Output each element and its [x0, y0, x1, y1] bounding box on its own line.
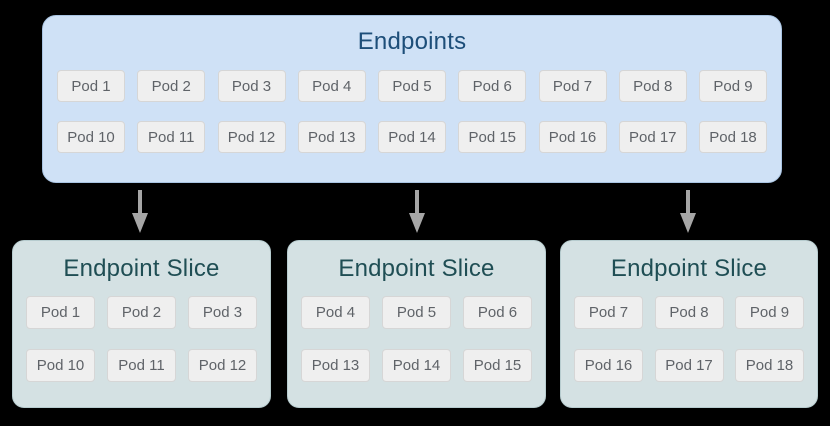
pod-chip: Pod 3: [188, 296, 257, 329]
pod-chip: Pod 16: [574, 349, 643, 382]
pod-chip: Pod 1: [26, 296, 95, 329]
pod-chip: Pod 13: [297, 121, 366, 153]
endpoint-slice-title: Endpoint Slice: [63, 255, 220, 282]
endpoints-title: Endpoints: [357, 28, 467, 55]
pod-chip: Pod 14: [382, 349, 451, 382]
pod-chip: Pod 11: [107, 349, 176, 382]
pod-chip: Pod 11: [137, 121, 206, 153]
pod-chip: Pod 18: [735, 349, 804, 382]
down-arrow-icon: [132, 190, 148, 233]
pod-chip: Pod 12: [188, 349, 257, 382]
endpoints-box: Endpoints Pod 1 Pod 2 Pod 3 Pod 4 Pod 5 Pod 6…: [42, 15, 782, 183]
pod-chip: Pod 15: [458, 121, 527, 153]
endpoint-slice-title: Endpoint Slice: [338, 255, 495, 282]
pod-chip: Pod 9: [735, 296, 804, 329]
pod-chip: Pod 9: [699, 70, 767, 102]
pod-chip: Pod 8: [654, 296, 724, 329]
pod-chip: Pod 7: [574, 296, 643, 329]
slice-3-pod-row-2: Pod 16 Pod 17 Pod 18: [561, 349, 817, 382]
slice-2-pod-row-1: Pod 4 Pod 5 Pod 6: [288, 296, 545, 329]
pod-chip: Pod 14: [378, 121, 446, 153]
pod-chip: Pod 4: [301, 296, 370, 329]
endpoint-slice-title: Endpoint Slice: [610, 255, 768, 282]
pod-chip: Pod 6: [458, 70, 527, 102]
pod-chip: Pod 2: [107, 296, 176, 329]
pod-chip: Pod 15: [463, 349, 532, 382]
pod-chip: Pod 12: [217, 121, 286, 153]
pod-chip: Pod 17: [618, 121, 687, 153]
pod-chip: Pod 5: [382, 296, 451, 329]
pod-chip: Pod 2: [137, 70, 206, 102]
pod-chip: Pod 18: [699, 121, 767, 153]
pod-chip: Pod 17: [654, 349, 724, 382]
slice-2-pod-row-2: Pod 13 Pod 14 Pod 15: [288, 349, 545, 382]
slice-3-pod-row-1: Pod 7 Pod 8 Pod 9: [561, 296, 817, 329]
slice-1-pod-row-2: Pod 10 Pod 11 Pod 12: [13, 349, 270, 382]
endpoints-pod-row-2: Pod 10 Pod 11 Pod 12 Pod 13 Pod 14 Pod 15 Pod …: [43, 121, 781, 153]
down-arrow-icon: [409, 190, 425, 233]
pod-chip: Pod 6: [463, 296, 532, 329]
down-arrow-icon: [680, 190, 696, 233]
pod-chip: Pod 16: [538, 121, 607, 153]
pod-chip: Pod 3: [217, 70, 286, 102]
endpoints-pod-row-1: Pod 1 Pod 2 Pod 3 Pod 4 Pod 5 Pod 6 Pod 7 Pod 8…: [43, 70, 781, 102]
pod-chip: Pod 8: [618, 70, 687, 102]
pod-chip: Pod 4: [297, 70, 366, 102]
pod-chip: Pod 5: [378, 70, 446, 102]
pod-chip: Pod 7: [538, 70, 607, 102]
slice-1-pod-row-1: Pod 1 Pod 2 Pod 3: [13, 296, 270, 329]
pod-chip: Pod 10: [57, 121, 125, 153]
pod-chip: Pod 1: [57, 70, 125, 102]
pod-chip: Pod 10: [26, 349, 95, 382]
pod-chip: Pod 13: [301, 349, 370, 382]
